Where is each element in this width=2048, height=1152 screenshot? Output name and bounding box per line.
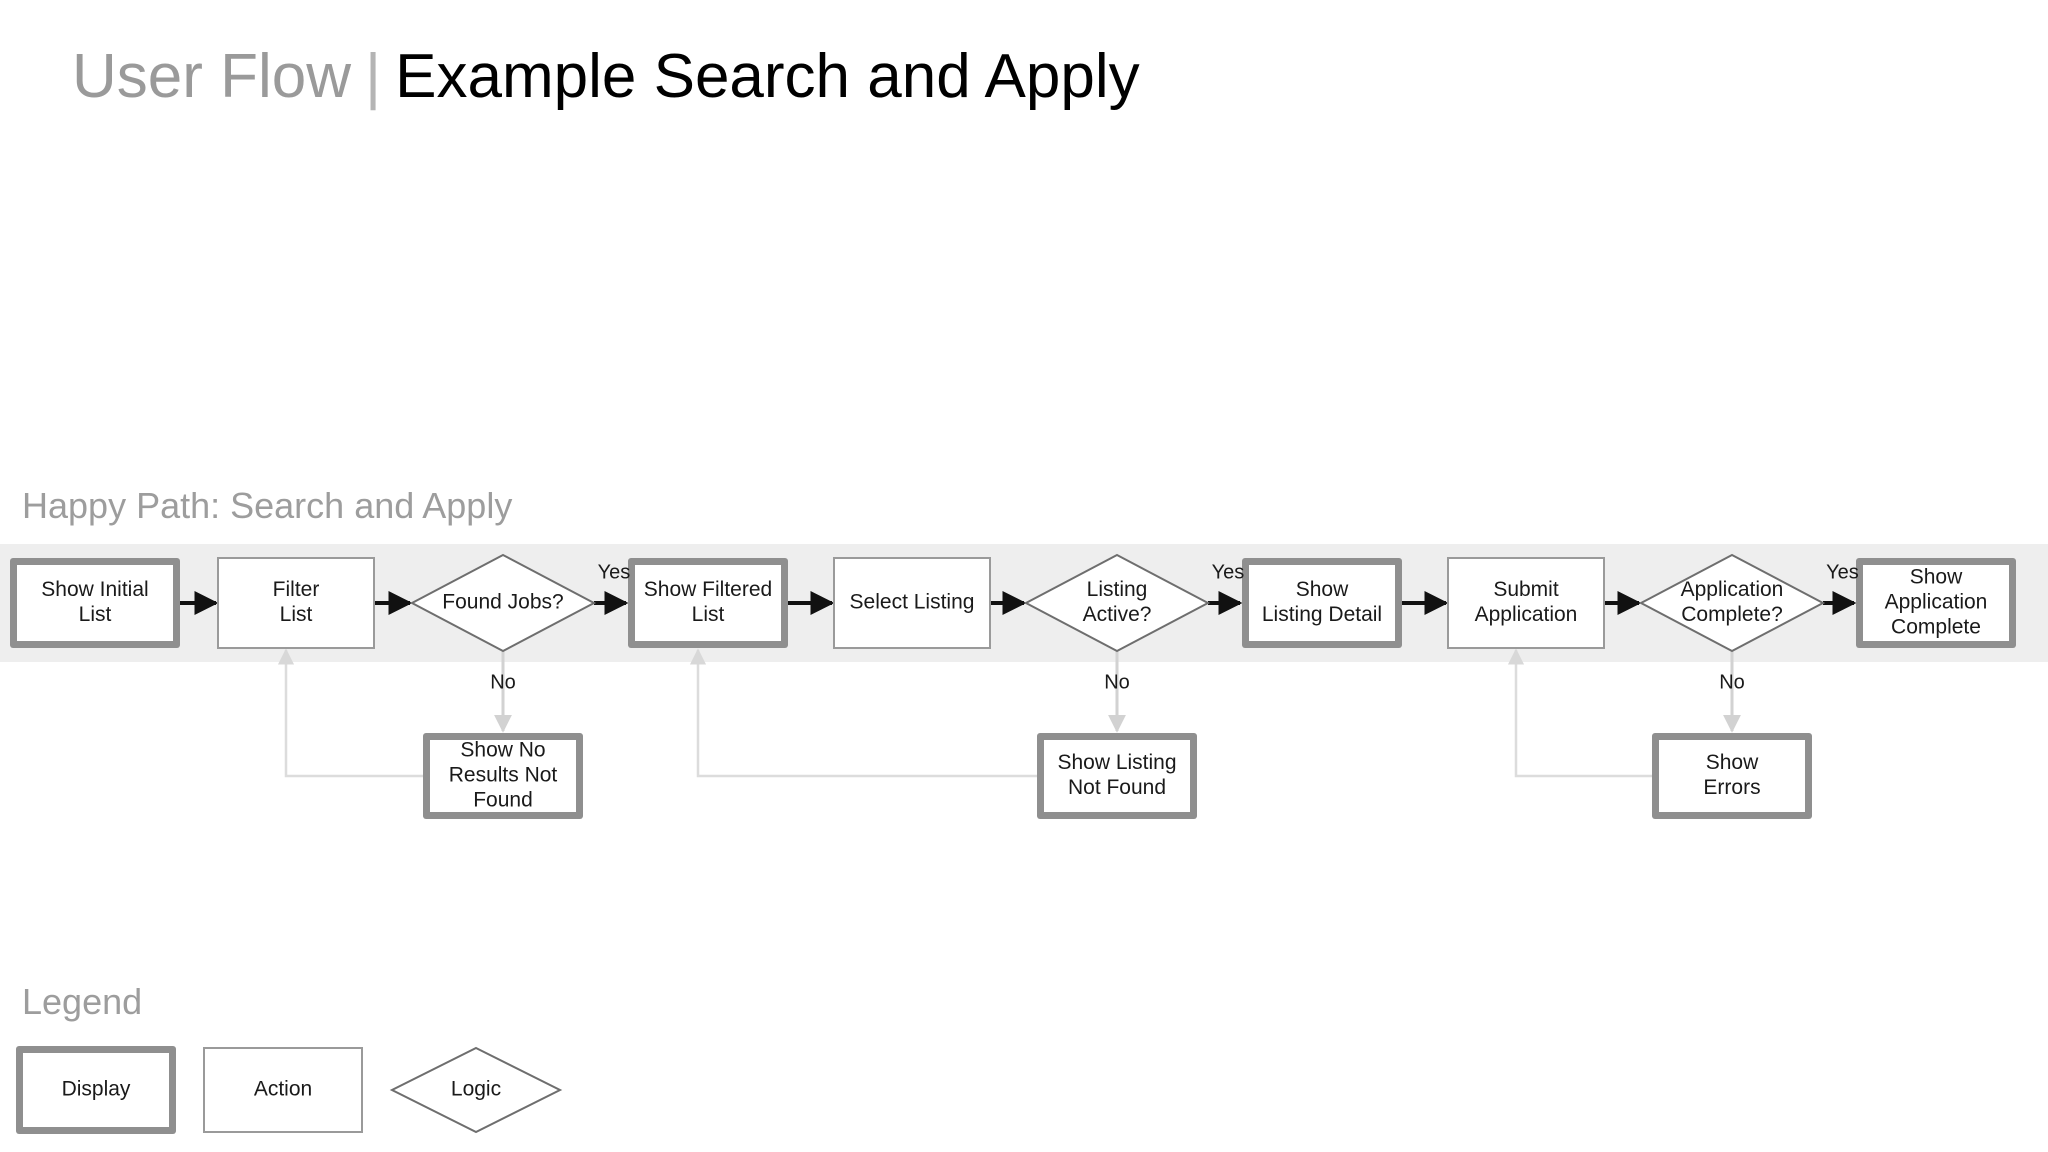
page-title: User Flow|Example Search and Apply [72,46,1140,108]
edge-label-yes: Yes [598,561,631,583]
node-label: Show Listing [1057,751,1176,774]
node-label: Submit [1493,578,1559,601]
node-label: Listing Detail [1262,603,1382,626]
legend-item-action: Action [203,1047,363,1133]
node-label: Show Filtered [644,578,772,601]
node-label: Active? [1083,603,1152,626]
edge-label-no: No [1719,671,1745,693]
edge-label-yes: Yes [1826,561,1859,583]
node-label: Complete [1891,616,1981,639]
node-label: Application [1475,603,1578,626]
node-label: Results Not [449,764,558,787]
edge-show-no-results-to-filter-list [277,648,423,778]
legend-label-display: Display [62,1078,131,1101]
node-label: Errors [1703,776,1760,799]
node-label: Show [1706,751,1759,774]
node-label: List [79,603,112,626]
title-separator: | [365,42,382,111]
node-label: Show [1910,566,1963,589]
node-label: Application [1681,578,1784,601]
node-label: List [692,603,725,626]
node-label: Show [1296,578,1349,601]
edges-layer [180,591,1857,778]
node-label: List [280,603,313,626]
title-main: Example Search and Apply [395,42,1140,111]
legend-item-logic: Logic [389,1046,563,1134]
section-heading-happy-path: Happy Path: Search and Apply [22,485,513,526]
edge-label-yes: Yes [1212,561,1245,583]
node-label: Application [1885,591,1988,614]
node-label: Listing [1087,578,1148,601]
node-label: Show Initial [41,578,148,601]
edge-label-no: No [490,671,516,693]
legend-label-action: Action [254,1078,312,1101]
node-label: Complete? [1681,603,1783,626]
node-found-jobs[interactable]: Found Jobs? [409,553,597,653]
legend: Display Action Logic [16,1046,563,1134]
edge-label-no: No [1104,671,1130,693]
node-label: Filter [273,578,320,601]
edge-show-errors-to-submit-application [1507,648,1652,778]
node-select-listing[interactable]: Select Listing [833,557,991,649]
node-label: Found Jobs? [442,591,563,614]
node-label: Show No [460,739,545,762]
legend-item-display: Display [16,1046,176,1134]
node-label: Not Found [1068,776,1166,799]
title-prefix: User Flow [72,42,352,111]
node-label: Select Listing [850,591,975,614]
section-heading-legend: Legend [22,981,143,1022]
legend-label-logic: Logic [451,1078,501,1101]
edge-show-listing-not-found-to-show-filtered-list [689,648,1037,778]
node-label: Found [473,789,533,812]
